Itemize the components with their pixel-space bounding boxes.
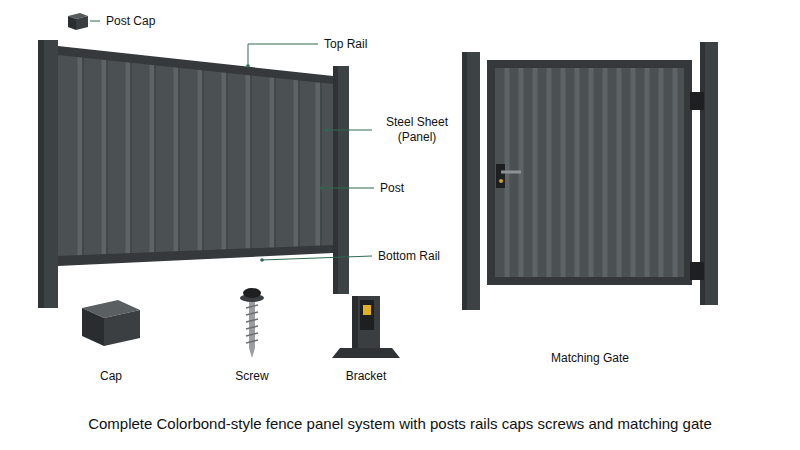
caption: Complete Colorbond-style fence panel sys… [10,414,790,433]
callout-label: Post Cap [104,14,157,29]
callout-label: Bottom Rail [376,249,442,264]
cap-icon [82,300,140,346]
part-label: Screw [233,369,270,384]
callout-label: Post [378,181,406,196]
callout-label: Top Rail [322,37,369,52]
callout-label: Steel Sheet (Panel) [376,115,458,145]
screw-icon [240,288,264,358]
part-label: Cap [98,369,124,384]
part-label: Bracket [344,369,389,384]
fence-panel [38,13,349,308]
leader-lines [90,21,374,260]
gate [462,42,718,310]
bracket-icon [332,296,400,358]
part-label: Matching Gate [549,351,631,366]
